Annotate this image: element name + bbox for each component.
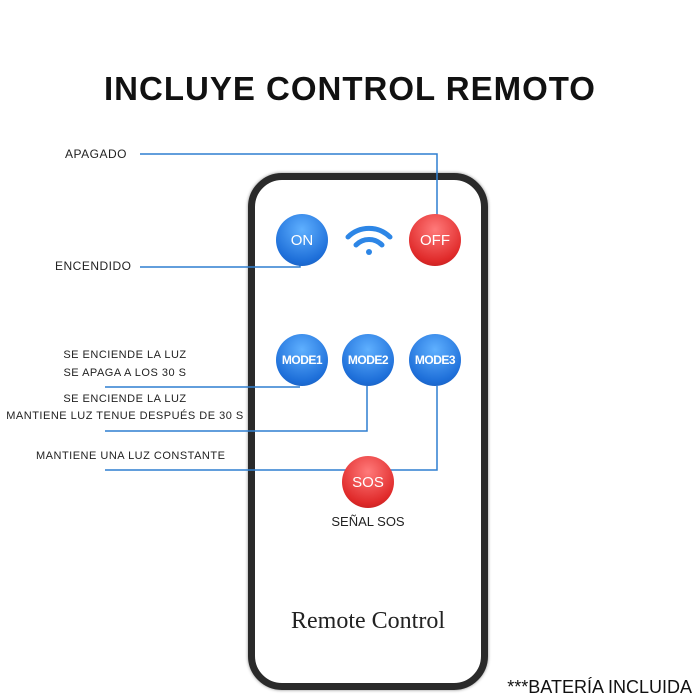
label-mode3: MANTIENE UNA LUZ CONSTANTE: [36, 450, 226, 462]
label-mode2-line2: MANTIENE LUZ TENUE DESPUÉS DE 30 S: [6, 410, 244, 422]
callout-line-on: [140, 262, 301, 268]
page-title: INCLUYE CONTROL REMOTO: [104, 70, 596, 107]
mode3-button[interactable]: MODE3: [409, 334, 461, 386]
mode1-button[interactable]: MODE1: [276, 334, 328, 386]
label-on: ENCENDIDO: [55, 259, 132, 273]
label-mode2-line1: SE ENCIENDE LA LUZ: [63, 393, 187, 405]
callout-line-off: [140, 153, 438, 220]
off-button[interactable]: OFF: [409, 214, 461, 266]
label-sos: SEÑAL SOS: [331, 514, 405, 529]
callout-line-mode2: [105, 386, 368, 432]
label-off: APAGADO: [65, 147, 127, 161]
remote-brand-text: Remote Control: [291, 608, 445, 634]
callout-line-mode3: [105, 386, 438, 471]
battery-note: ***BATERÍA INCLUIDA: [507, 677, 692, 697]
label-mode1-line2: SE APAGA A LOS 30 S: [63, 367, 187, 379]
label-mode1-line1: SE ENCIENDE LA LUZ: [63, 349, 187, 361]
wifi-icon: [345, 225, 393, 255]
sos-button[interactable]: SOS: [342, 456, 394, 508]
mode2-button[interactable]: MODE2: [342, 334, 394, 386]
on-button[interactable]: ON: [276, 214, 328, 266]
